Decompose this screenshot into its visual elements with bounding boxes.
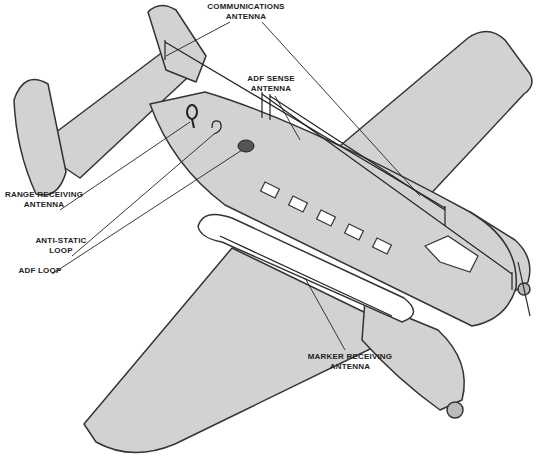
leader-line — [262, 22, 420, 196]
adf-loop — [238, 140, 254, 152]
range-loop — [192, 119, 194, 128]
leader-line — [275, 96, 300, 140]
anti-static-loop — [212, 121, 221, 134]
propeller-spinner — [447, 402, 463, 418]
tail-fin — [148, 5, 206, 82]
propeller-blade — [518, 262, 530, 316]
leader-line — [305, 278, 345, 350]
part-label: RANGE RECEIVING ANTENNA — [2, 190, 86, 210]
antenna-wire — [262, 94, 512, 274]
part-label: ADF SENSE ANTENNA — [240, 74, 302, 94]
cockpit-window — [425, 236, 478, 272]
antenna-mast — [444, 206, 445, 226]
antenna-mast — [511, 272, 512, 290]
part-label: ADF LOOP — [12, 266, 68, 276]
antenna-wire — [270, 96, 445, 210]
cabin-window — [289, 196, 308, 212]
antenna-mast — [261, 92, 262, 118]
range-loop — [187, 105, 197, 119]
antenna-mast — [164, 40, 165, 60]
cabin-window — [373, 238, 392, 254]
leader-line — [52, 150, 242, 274]
leader-line — [166, 22, 230, 56]
part-label: COMMUNICATIONS ANTENNA — [200, 2, 292, 22]
leader-line — [72, 134, 214, 256]
antenna-mast — [269, 94, 270, 120]
tail-fin — [14, 80, 66, 196]
cabin-window — [345, 224, 364, 240]
part-label: ANTI-STATIC LOOP — [28, 236, 94, 256]
wing-fairing — [198, 214, 414, 322]
marker-antenna — [220, 236, 392, 316]
cabin-window — [317, 210, 336, 226]
cabin-window — [261, 182, 280, 198]
part-label: MARKER RECEIVING ANTENNA — [300, 352, 400, 372]
